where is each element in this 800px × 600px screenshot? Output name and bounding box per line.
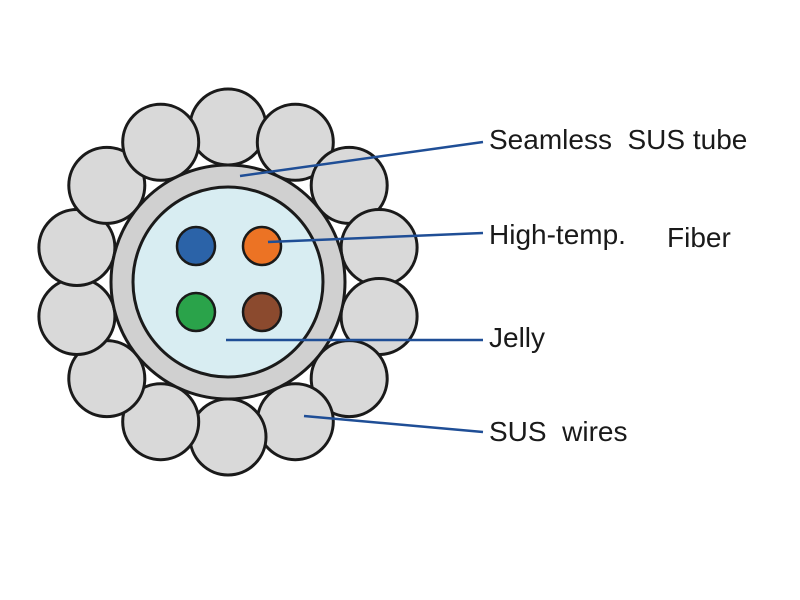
label-jelly: Jelly	[489, 322, 546, 353]
leader-line-seamless-tube	[239, 140, 484, 178]
leader-line-sus-wires	[303, 414, 484, 434]
leader-line-fiber	[267, 231, 484, 244]
sus-wire	[67, 145, 147, 225]
jelly-core	[131, 185, 325, 379]
label-sus-wires: SUS wires	[489, 416, 628, 447]
label-fiber: Fiber	[667, 222, 731, 253]
sus-wire	[188, 397, 268, 477]
sus-wire	[121, 102, 201, 182]
sus-wire	[255, 382, 335, 462]
label-high-temp: High-temp.	[489, 219, 626, 250]
sus-wire	[339, 208, 419, 287]
fiber-brown	[241, 291, 283, 333]
label-seamless-sus-tube: Seamless SUS tube	[489, 124, 748, 155]
fiber-green	[175, 291, 217, 333]
fiber-orange	[241, 225, 283, 267]
sus-wire	[188, 87, 268, 167]
sus-wire	[37, 277, 117, 356]
sus-wire	[255, 102, 335, 182]
sus-wires-group	[37, 87, 419, 477]
sus-wire	[121, 382, 201, 462]
fiber-blue	[175, 225, 217, 267]
